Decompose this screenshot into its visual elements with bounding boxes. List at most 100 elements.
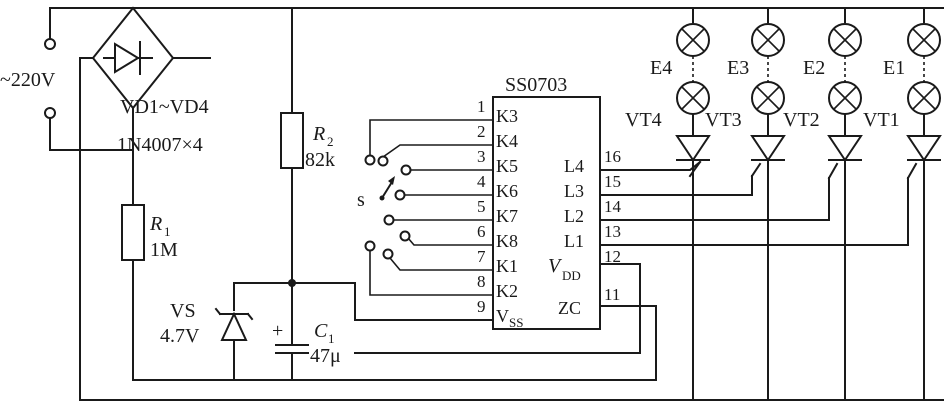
triac-icon (750, 135, 786, 162)
cap-plus: + (272, 320, 283, 342)
vdd-wire (354, 263, 641, 354)
pin-label: K1 (496, 256, 518, 276)
zener-triangle (220, 311, 248, 341)
switch-contact (382, 248, 394, 260)
ic-body (492, 96, 601, 330)
resistor-r2: R 2 82k (280, 112, 335, 284)
pin-number: 9 (477, 297, 486, 316)
bridge-rectifier: VD1~VD4 1N4007×4 (79, 6, 211, 156)
pin-label: K7 (496, 206, 518, 226)
ic-name: SS0703 (505, 74, 567, 96)
triac-label-vt2: VT2 (783, 109, 820, 131)
triac-icon (906, 135, 942, 162)
pin-number: 15 (604, 172, 621, 191)
lamp-label-e4: E4 (650, 57, 672, 79)
pin-number: 14 (604, 197, 622, 216)
switch-wire-k4 (382, 144, 493, 158)
switch-wire-k1 (389, 257, 493, 271)
lamp-column-e3: E3 VT3 (705, 7, 786, 401)
mains-voltage-label: ~220V (0, 69, 56, 91)
pin-number: 16 (604, 147, 621, 166)
pin-label: K3 (496, 106, 518, 126)
lamp-column-e2: E2 VT2 (783, 7, 863, 401)
switch-contact (383, 214, 395, 226)
pin-number: 13 (604, 222, 621, 241)
bridge-ref-label: VD1~VD4 (120, 96, 209, 118)
switch-contact (377, 155, 389, 167)
mains-terminal-top (44, 38, 56, 50)
triac-label-vt3: VT3 (705, 109, 742, 131)
pin-label: L1 (564, 231, 584, 251)
zener-vs: VS 4.7V (160, 282, 254, 381)
selector-switch: s (357, 119, 493, 296)
ic-right-pins: 16 L4 15 L3 14 L2 13 L1 12 V DD 11 ZC (548, 147, 622, 318)
r1-ref-sub: 1 (164, 224, 171, 239)
zener-value: 4.7V (160, 325, 200, 347)
gate-wire-l1 (599, 177, 909, 246)
r2-body (280, 112, 304, 169)
lamp-column-e1: E1 VT1 (863, 7, 942, 401)
pin-number: 3 (477, 147, 486, 166)
switch-contact (364, 154, 376, 166)
switch-contact (364, 240, 376, 252)
r2-ref: R (312, 123, 325, 145)
pin-label: L2 (564, 206, 584, 226)
lamp-label-e1: E1 (883, 57, 905, 79)
switch-arrow-icon (388, 176, 395, 185)
switch-wiper (380, 180, 394, 200)
pin-label: L4 (564, 156, 584, 176)
pin-label-sub: DD (562, 268, 581, 283)
zener-ref: VS (170, 300, 196, 322)
switch-contact (400, 164, 412, 176)
pin-number: 2 (477, 122, 486, 141)
triac-label-vt4: VT4 (625, 109, 662, 131)
r2-value: 82k (305, 149, 335, 171)
gate-wire-l3 (599, 175, 753, 196)
pin-label: ZC (558, 298, 581, 318)
mains-input: ~220V (0, 7, 134, 151)
gate-wire-l2 (599, 177, 830, 221)
bridge-diode-icon (114, 42, 140, 74)
gate-wire-l4 (599, 160, 702, 171)
r1-ref: R (149, 213, 162, 235)
triac-icon (675, 135, 711, 162)
switch-contact (394, 189, 406, 201)
capacitor-c1: + C 1 47μ (272, 282, 341, 381)
pin-number: 11 (604, 285, 620, 304)
pin-number: 5 (477, 197, 486, 216)
bridge-part-label: 1N4007×4 (117, 134, 203, 156)
cap-ref-sub: 1 (328, 331, 335, 346)
pin-label: K4 (496, 131, 518, 151)
pin-number: 4 (477, 172, 486, 191)
ic-left-pins: 1 K3 2 K4 3 K5 4 K6 5 K7 6 K8 7 K1 8 K2 … (477, 97, 523, 330)
switch-contact (399, 230, 411, 242)
r1-body (121, 204, 145, 261)
mains-terminal-bottom (44, 107, 56, 119)
resistor-r1: R 1 1M (121, 149, 178, 381)
pin-number: 12 (604, 247, 621, 266)
switch-wire-k8 (407, 237, 493, 246)
lamp-label-e2: E2 (803, 57, 825, 79)
pin-label: V (548, 255, 563, 277)
lamp-column-e4: E4 VT4 (625, 7, 711, 401)
supply-node-wire (233, 282, 356, 321)
switch-label: s (357, 189, 365, 211)
r2-ref-sub: 2 (327, 134, 334, 149)
pin-number: 1 (477, 97, 486, 116)
pin-number: 8 (477, 272, 486, 291)
pin-label-sub: SS (509, 315, 523, 330)
pin-label: K6 (496, 181, 518, 201)
switch-wire-k3 (369, 119, 493, 155)
bottom-return-bus (79, 57, 944, 401)
cap-ref: C (314, 320, 328, 342)
switch-wire-k2 (369, 250, 493, 296)
pin-number: 7 (477, 247, 486, 266)
pin-label: K2 (496, 281, 518, 301)
pin-label: K5 (496, 156, 518, 176)
pin-label: K8 (496, 231, 518, 251)
triac-icon (827, 135, 863, 162)
r1-value: 1M (150, 239, 178, 261)
pin-label: V (496, 306, 509, 326)
